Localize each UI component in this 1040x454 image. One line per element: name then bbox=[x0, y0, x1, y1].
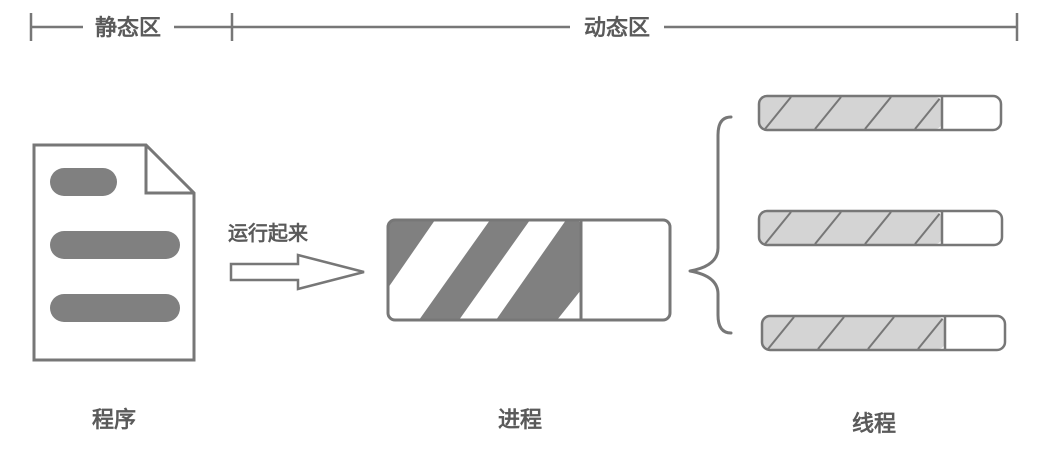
run-arrow: 运行起来 bbox=[228, 221, 365, 291]
document-folded-corner bbox=[144, 145, 194, 195]
process-bar bbox=[386, 218, 672, 322]
program-document-icon bbox=[32, 143, 196, 362]
thread-2-outline bbox=[757, 209, 1004, 247]
thread-3-outline bbox=[760, 314, 1007, 352]
process-stripe-3 bbox=[496, 220, 581, 320]
document-line-1 bbox=[50, 168, 117, 196]
process-stripe-1 bbox=[388, 220, 435, 288]
program-label: 程序 bbox=[92, 407, 136, 433]
thread-1-outline bbox=[757, 94, 1003, 132]
document-line-2 bbox=[50, 231, 180, 259]
thread-bar-3 bbox=[760, 314, 1007, 352]
arrow-right-icon bbox=[229, 253, 365, 291]
run-arrow-label: 运行起来 bbox=[228, 221, 309, 245]
document-line-3 bbox=[50, 294, 180, 322]
thread-label: 线程 bbox=[852, 411, 896, 437]
static-zone-label: 静态区 bbox=[95, 15, 161, 41]
process-label: 进程 bbox=[498, 408, 542, 433]
process-outline bbox=[386, 218, 672, 322]
process-stripe-2 bbox=[419, 220, 530, 320]
thread-bar-1 bbox=[757, 94, 1003, 132]
zone-header: 静态区 动态区 bbox=[29, 13, 1019, 41]
thread-bar-2 bbox=[757, 209, 1004, 247]
curly-brace bbox=[688, 115, 733, 335]
dynamic-zone-label: 动态区 bbox=[584, 15, 650, 41]
